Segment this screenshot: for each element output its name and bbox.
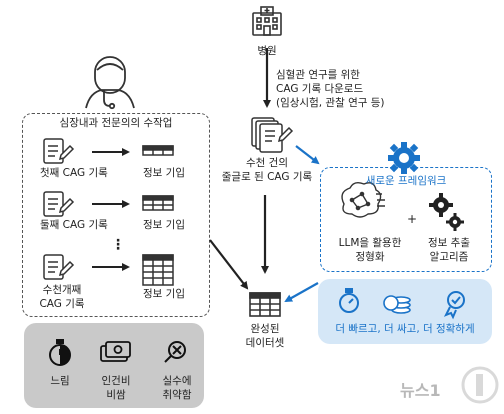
plus-sign: + xyxy=(407,212,418,226)
row2-output-label: 정보 기입 xyxy=(143,219,185,231)
gears-icon xyxy=(429,193,464,231)
drawback-error-line2: 취약함 xyxy=(162,389,192,401)
framework-title: 새로운 프레임워크 xyxy=(365,175,447,187)
drawback-cost-line1: 인건비 xyxy=(101,375,131,387)
row3-document-icon xyxy=(43,254,75,280)
row1-record-label: 첫째 CAG 기록 xyxy=(40,167,108,179)
records-pile-line1: 수천 건의 xyxy=(246,157,288,169)
watermark-text: 뉴스1 xyxy=(400,381,441,400)
hospital-label: 병원 xyxy=(257,45,277,57)
benefit-stopwatch-icon xyxy=(339,288,359,313)
drawback-error-line1: 실수에 xyxy=(162,375,192,387)
ellipsis: ⋮ xyxy=(111,237,125,253)
result-line2: 데이터셋 xyxy=(245,337,285,349)
row3-record-label-line1: 수천개째 xyxy=(42,284,82,296)
row1-output-label: 정보 기입 xyxy=(143,167,185,179)
download-note-line3: (임상시험, 관찰 연구 등) xyxy=(276,97,385,109)
coins-icon xyxy=(383,295,411,314)
doctor-icon xyxy=(85,56,135,110)
stopwatch-icon xyxy=(49,339,71,366)
manual-box-title: 심장내과 전문의의 수작업 xyxy=(59,117,173,129)
document-pile-icon xyxy=(251,117,294,153)
row3-table-icon xyxy=(142,254,174,286)
row3-record-label-line2: CAG 기록 xyxy=(39,298,85,310)
row3-output-label: 정보 기입 xyxy=(143,288,185,300)
llm-label-line2: 정형화 xyxy=(355,251,385,263)
llm-label-line1: LLM을 활용한 xyxy=(338,237,402,249)
manual-work-panel xyxy=(22,113,210,317)
watermark-logo xyxy=(461,366,499,404)
result-line1: 완성된 xyxy=(250,323,280,335)
algo-label-line2: 알고리즘 xyxy=(429,251,469,263)
drawbacks-panel xyxy=(24,323,204,408)
hospital-icon xyxy=(252,6,282,36)
row2-record-label: 둘째 CAG 기록 xyxy=(40,219,108,231)
gear-icon xyxy=(388,142,420,174)
error-icon xyxy=(164,341,186,363)
row1-document-icon xyxy=(43,138,75,164)
brain-network-icon xyxy=(341,181,385,218)
records-pile-line2: 줄글로 된 CAG 기록 xyxy=(221,171,313,183)
download-note-line1: 심혈관 연구를 위한 xyxy=(276,69,360,81)
money-icon xyxy=(100,341,131,362)
framework-panel xyxy=(320,167,492,272)
row2-table-icon xyxy=(142,195,174,211)
dataset-table-icon xyxy=(249,292,281,317)
drawback-slow-label: 느림 xyxy=(50,375,70,387)
row1-table-icon xyxy=(142,145,174,156)
check-badge-icon xyxy=(443,291,465,320)
drawback-cost-line2: 비쌈 xyxy=(106,389,126,401)
algo-label-line1: 정보 추출 xyxy=(428,237,470,249)
row2-document-icon xyxy=(43,191,75,217)
download-note-line2: CAG 기록 다운로드 xyxy=(276,83,364,95)
benefits-text: 더 빠르고, 더 싸고, 더 정확하게 xyxy=(335,323,475,335)
